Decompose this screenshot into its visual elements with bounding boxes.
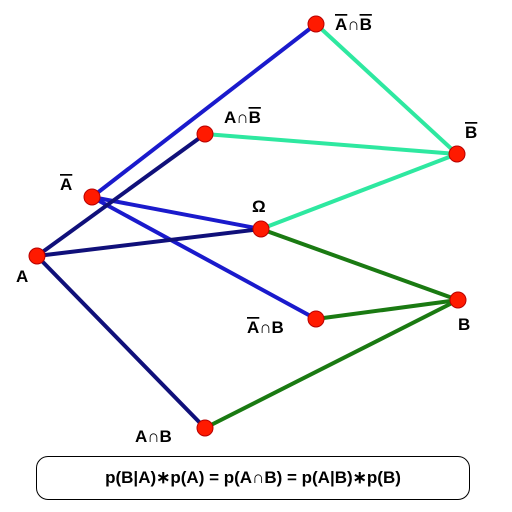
label-not-a-and-b: A∩B — [247, 318, 284, 337]
label-omega: Ω — [252, 197, 266, 216]
label-b: B — [458, 315, 470, 334]
edge-b-to-a-and-b — [204, 298, 459, 430]
label-a-and-not-b: A∩B — [224, 108, 261, 127]
label-not-a-and-not-b-bar-a: A — [335, 15, 347, 34]
label-not-a-and-not-b-bar-b: B — [360, 15, 372, 34]
edge-a-to-a-and-b — [35, 254, 207, 430]
label-a-and-not-b-base: A∩ — [224, 108, 249, 127]
node-b — [449, 291, 467, 309]
label-not-b: B — [465, 123, 477, 142]
node-not-b — [448, 145, 466, 163]
node-omega — [252, 220, 270, 238]
edge-not-b-to-not-a-and-not-b — [314, 22, 459, 156]
label-a: A — [16, 267, 28, 286]
node-a — [28, 247, 46, 265]
node-a-and-b — [196, 419, 214, 437]
edge-b-to-not-a-and-b — [315, 298, 459, 321]
bayes-formula: p(B|A)∗p(A) = p(A∩B) = p(A|B)∗p(B) — [105, 468, 401, 487]
node-not-a-and-not-b — [307, 15, 325, 33]
edge-a-to-a-and-not-b — [35, 132, 207, 258]
edge-not-b-to-a-and-not-b — [204, 132, 458, 156]
edge-not-b-to-omega — [260, 152, 458, 231]
node-a-and-not-b — [196, 125, 214, 143]
node-not-a-and-b — [307, 310, 325, 328]
node-not-a — [83, 188, 101, 206]
label-a-and-b: A∩B — [135, 427, 172, 446]
label-not-a-and-not-b: A∩B — [335, 15, 372, 34]
label-a-and-not-b-bar: B — [249, 108, 261, 127]
edge-a-to-omega — [36, 227, 262, 258]
label-not-a-and-not-b-intersect: ∩ — [347, 15, 359, 34]
label-not-a-and-b-bar: A — [247, 318, 259, 337]
label-not-a: A — [60, 175, 72, 194]
label-not-a-and-b-rest: ∩B — [259, 318, 284, 337]
edge-not-a-to-not-a-and-b — [91, 195, 317, 321]
edge-not-a-to-omega — [91, 195, 262, 231]
edge-b-to-omega — [260, 227, 459, 302]
formula-box: p(B|A)∗p(A) = p(A∩B) = p(A|B)∗p(B) — [36, 456, 470, 500]
edge-not-a-to-not-a-and-not-b — [90, 22, 318, 199]
